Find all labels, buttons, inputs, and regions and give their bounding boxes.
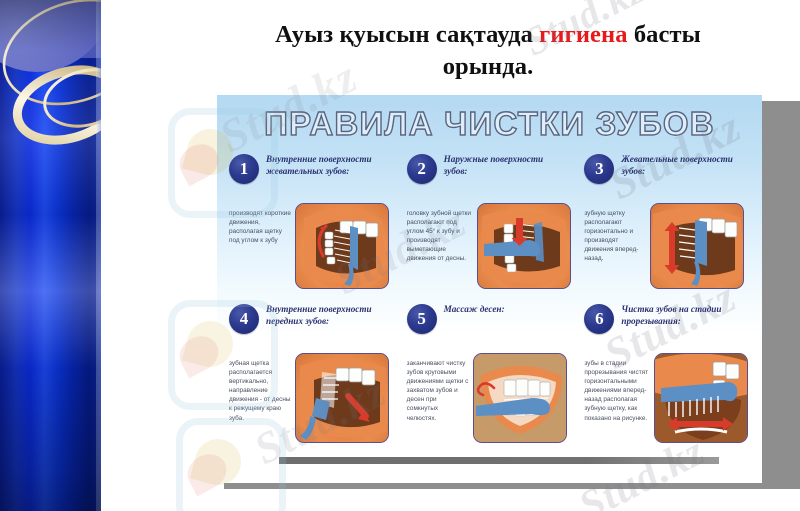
slide-title: Ауыз қуысын сақтауда гигиена басты орынд… (196, 19, 780, 83)
step-title: Массаж десен: (443, 304, 505, 314)
poster-step: 5 Массаж десен: заканчивают чистку зубов… (403, 303, 577, 453)
poster-step: 3 Жевательные поверхности зубов: зубную … (580, 153, 754, 303)
step-body: зубную щетку располагают горизонтально и… (584, 203, 750, 289)
step-description: головку зубной щетки располагают под угл… (406, 210, 471, 263)
step-illustration (472, 353, 567, 443)
step-body: зубная щетка располагается вертикально, … (229, 353, 395, 443)
poster-right-shadow-strip (762, 101, 800, 489)
poster-step: 1 Внутренние поверхности жевательных зуб… (225, 153, 399, 303)
poster-step: 6 Чистка зубов на стадии прорезывания: з… (580, 303, 754, 453)
step-illustration (295, 203, 389, 289)
sidebar-top-panel (0, 0, 101, 58)
poster-step: 4 Внутренние поверхности передних зубов:… (225, 303, 399, 453)
step-number-badge: 5 (406, 304, 437, 334)
step-illustration (295, 353, 389, 443)
mouth-diagram-icon (300, 358, 386, 440)
step-illustration (476, 203, 571, 289)
step-title: Наружные поверхности зубов: (443, 154, 544, 176)
step-header: 5 Массаж десен: (406, 303, 573, 351)
mouth-diagram-icon (655, 354, 748, 442)
mouth-diagram-icon (653, 207, 742, 286)
poster-bottom-bar (279, 457, 719, 464)
step-number-badge: 3 (584, 154, 615, 184)
step-number-badge: 2 (406, 154, 437, 184)
step-title: Жевательные поверхности зубов: (621, 154, 733, 176)
step-body: зубы в стадии прорезывания чистят горизо… (584, 353, 750, 443)
step-description: производят короткие движения, располагая… (229, 210, 291, 245)
step-illustration (650, 203, 745, 289)
step-header: 6 Чистка зубов на стадии прорезывания: (584, 303, 750, 351)
poster-heading: ПРАВИЛА ЧИСТКИ ЗУБОВ (263, 104, 715, 142)
slide-decorative-sidebar (0, 0, 101, 511)
step-body: заканчивают чистку зубов круговыми движе… (407, 353, 573, 443)
step-number-badge: 6 (584, 304, 615, 334)
step-title: Чистка зубов на стадии прорезывания: (621, 304, 722, 326)
step-illustration (654, 353, 749, 443)
step-title: Внутренние поверхности передних зубов: (266, 304, 372, 326)
step-description: заканчивают чистку зубов круговыми движе… (406, 360, 469, 422)
sidebar-rings-graphic (2, 0, 101, 145)
step-header: 1 Внутренние поверхности жевательных зуб… (229, 153, 395, 201)
step-number-badge: 1 (229, 154, 259, 184)
step-header: 4 Внутренние поверхности передних зубов: (229, 303, 395, 351)
step-header: 3 Жевательные поверхности зубов: (584, 153, 750, 201)
step-body: производят короткие движения, располагая… (229, 203, 395, 289)
slide-title-text-before-accent: Ауыз қуысын сақтауда (275, 21, 540, 48)
mouth-diagram-icon (473, 354, 566, 442)
step-number-badge: 4 (229, 304, 259, 334)
slide-title-text-after-accent: басты (627, 21, 701, 48)
sidebar-blob-shape (0, 0, 101, 72)
step-description: зубы в стадии прорезывания чистят горизо… (584, 360, 649, 422)
slide-title-line-1: Ауыз қуысын сақтауда гигиена басты (196, 19, 780, 51)
poster-steps-grid: 1 Внутренние поверхности жевательных зуб… (225, 153, 754, 453)
step-description: зубная щетка располагается вертикально, … (229, 360, 291, 422)
slide-title-line-2: орында. (442, 52, 534, 80)
step-description: зубную щетку располагают горизонтально и… (584, 210, 639, 263)
mouth-diagram-icon (304, 209, 382, 286)
step-title: Внутренние поверхности жевательных зубов… (266, 154, 372, 176)
toothbrushing-rules-poster: ПРАВИЛА ЧИСТКИ ЗУБОВ 1 Внутренние поверх… (217, 95, 762, 483)
poster-step: 2 Наружные поверхности зубов: головку зу… (403, 153, 577, 303)
sidebar-edge-highlight (96, 0, 101, 511)
step-header: 2 Наружные поверхности зубов: (406, 153, 573, 201)
mouth-diagram-icon (481, 209, 566, 284)
step-body: головку зубной щетки располагают под угл… (407, 203, 573, 289)
slide-title-accent-word: гигиена (539, 21, 628, 48)
